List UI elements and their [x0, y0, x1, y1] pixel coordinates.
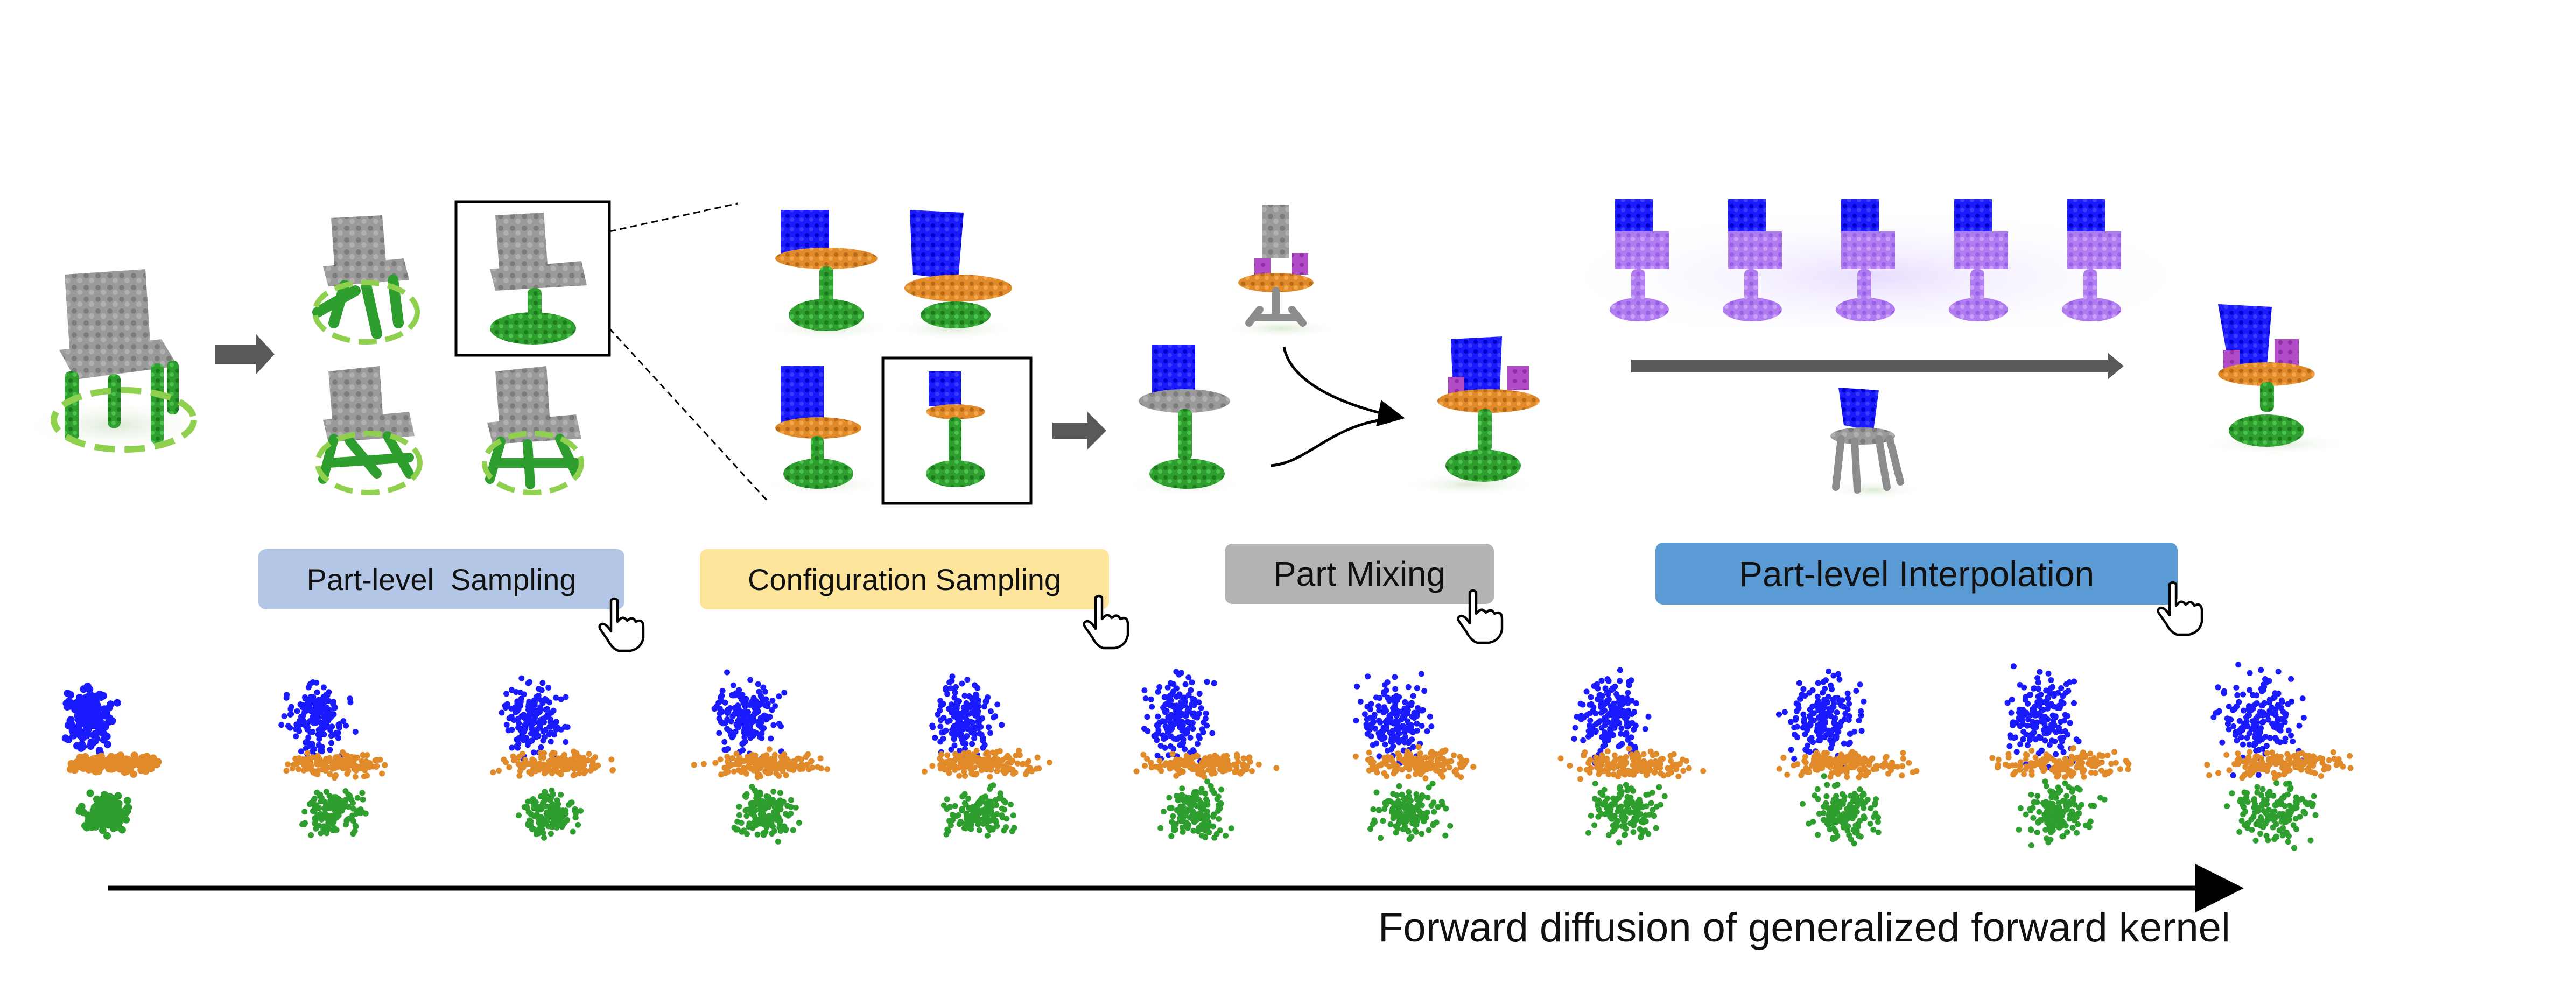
right-arrow-icon [215, 334, 275, 375]
diffusion-step-chair [1133, 669, 1280, 841]
diffusion-step-chair [1352, 671, 1477, 842]
mix-result-chair [1125, 345, 1244, 496]
part-level-sampling-text: Part-level Sampling [306, 562, 577, 596]
diffusion-step-chair [1989, 663, 2132, 848]
diffusion-sequence [61, 662, 2354, 851]
interpolation-target-chair [2199, 304, 2350, 456]
diffusion-step-chair [691, 669, 831, 845]
sampled-chair-1 [312, 215, 420, 345]
merge-arrow-icon [1282, 347, 1405, 427]
configuration-sampling-label[interactable]: Configuration Sampling [700, 549, 1109, 609]
part-mixing-label[interactable]: Part Mixing [1225, 544, 1494, 604]
config-chair-1 [764, 210, 894, 340]
sampled-chair-4 [482, 366, 584, 495]
pointer-hand-icon [1457, 589, 1504, 644]
diffusion-step-chair [1557, 667, 1707, 846]
pointer-hand-icon [598, 597, 645, 652]
config-chair-4-selected [881, 356, 1033, 505]
diffusion-step-chair [921, 673, 1052, 839]
diffusion-step-chair [278, 679, 388, 838]
part-level-interpolation-label[interactable]: Part-level Interpolation [1655, 543, 2178, 605]
pointer-hand-icon [1083, 594, 1129, 650]
source-chair [22, 269, 210, 453]
diffusion-step-chair [1776, 668, 1920, 847]
part-level-interpolation-text: Part-level Interpolation [1738, 553, 2095, 594]
diffusion-step-chair [61, 682, 162, 840]
mix-donor-chair [1222, 205, 1340, 338]
interpolation-source-chair [1825, 388, 1922, 500]
diffusion-step-chair [490, 675, 616, 841]
part-mixing-text: Part Mixing [1273, 554, 1446, 593]
sampled-chair-3-selected [454, 200, 611, 357]
part-level-sampling-label[interactable]: Part-level Sampling [258, 549, 624, 609]
pointer-hand-icon [2157, 581, 2203, 636]
interpolation-arrow [1631, 353, 2124, 379]
mixed-chair [1400, 336, 1540, 496]
highlight-ring [51, 387, 197, 453]
sampled-chair-2 [315, 366, 423, 495]
config-chair-2 [888, 210, 1017, 340]
diffusion-step-chair [2204, 662, 2354, 851]
diffusion-caption: Forward diffusion of generalized forward… [1378, 905, 2230, 951]
config-chair-3 [764, 366, 883, 496]
interpolation-chairs [1610, 199, 2121, 321]
right-arrow-icon [1052, 412, 1106, 449]
configuration-sampling-text: Configuration Sampling [747, 562, 1062, 596]
